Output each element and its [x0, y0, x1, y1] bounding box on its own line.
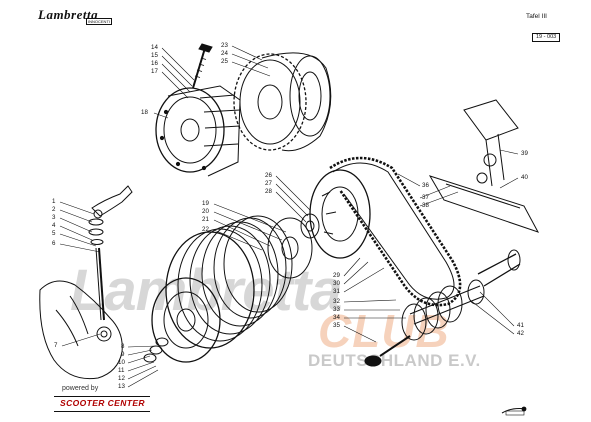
callout-label: 13 — [118, 383, 125, 390]
callout-label: 9 — [121, 351, 125, 358]
lever-part — [88, 185, 133, 321]
callout-label: 17 — [151, 68, 158, 75]
callout-label: 42 — [517, 330, 524, 337]
callout-label: 14 — [151, 44, 158, 51]
shaft-part — [409, 249, 521, 325]
callout-label: 39 — [521, 150, 528, 157]
bolt-part — [192, 43, 213, 89]
callout-label: 32 — [333, 298, 340, 305]
powered-by-text: powered by — [62, 385, 99, 392]
callout-label: 41 — [517, 322, 524, 329]
callout-label: 8 — [121, 343, 125, 350]
callout-label: 7 — [54, 342, 58, 349]
callout-label: 26 — [265, 172, 272, 179]
chain-part — [329, 156, 462, 307]
callout-label: 3 — [52, 214, 56, 221]
callout-label: 36 — [422, 182, 429, 189]
innocenti-logo-icon — [501, 406, 527, 416]
watermark-country: DEUTSCHLAND E.V. — [308, 351, 481, 370]
callout-label: 6 — [52, 240, 56, 247]
callout-label: 19 — [202, 200, 209, 207]
callout-label: 2 — [52, 206, 56, 213]
callout-label: 38 — [422, 202, 429, 209]
callout-label: 5 — [52, 230, 56, 237]
callout-label: 27 — [265, 180, 272, 187]
sponsor-logo-bar — [54, 396, 150, 412]
clutch-hub-part — [300, 169, 371, 259]
callout-label: 35 — [333, 322, 340, 329]
callout-label: 4 — [52, 222, 56, 229]
leader-lines — [59, 45, 519, 388]
clutch-housing-part — [155, 85, 241, 177]
callout-label: 33 — [333, 306, 340, 313]
callout-label: 31 — [333, 288, 340, 295]
brand-logo-subtext: INNOCENTI — [86, 18, 112, 25]
spring-part — [364, 285, 463, 367]
brand-logo: Lambretta INNOCENTI — [38, 6, 112, 25]
callout-label: 20 — [202, 208, 209, 215]
drawing-code: 19 - 003 — [532, 33, 561, 42]
clutch-plates-part — [143, 215, 293, 363]
callout-label: 30 — [333, 280, 340, 287]
callout-label: 23 — [221, 42, 228, 49]
engine-casing-part — [39, 280, 123, 380]
callout-label: 10 — [118, 359, 125, 366]
callout-label: 12 — [118, 375, 125, 382]
callout-label: 28 — [265, 188, 272, 195]
callout-label: 29 — [333, 272, 340, 279]
callout-label: 21 — [202, 216, 209, 223]
brand-logo-text: Lambretta — [38, 7, 99, 22]
callout-label: 34 — [333, 314, 340, 321]
pressure-plate-part — [267, 217, 313, 279]
callout-label: 40 — [521, 174, 528, 181]
chain-tensioner-part — [428, 99, 540, 233]
callout-label: 37 — [422, 194, 429, 201]
sprocket-part — [233, 52, 332, 152]
callout-label: 24 — [221, 50, 228, 57]
innocenti-mark — [500, 403, 530, 416]
callout-label: 16 — [151, 60, 158, 67]
callout-label: 18 — [141, 109, 148, 116]
callout-label: 11 — [118, 367, 125, 374]
sponsor-logo-text: SCOOTER CENTER — [60, 398, 145, 408]
callout-label: 25 — [221, 58, 228, 65]
callout-label: 1 — [52, 198, 56, 205]
callout-label: 15 — [151, 52, 158, 59]
plate-label: Tafel III — [526, 13, 547, 20]
callout-label: 22 — [202, 226, 209, 233]
